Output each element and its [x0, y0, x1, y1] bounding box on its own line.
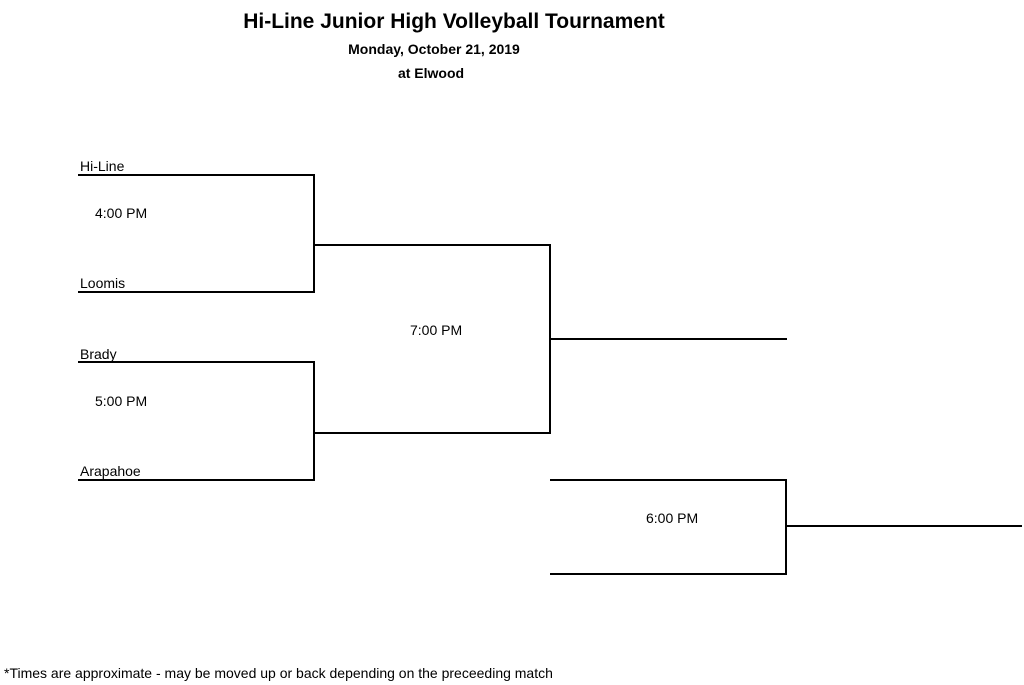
page-title: Hi-Line Junior High Volleyball Tournamen… [243, 10, 665, 33]
footnote: *Times are approximate - may be moved up… [4, 665, 553, 681]
match-time-championship: 7:00 PM [410, 322, 463, 338]
bracket-line-consolation-top [550, 479, 787, 481]
match-time-consolation: 6:00 PM [646, 510, 699, 526]
match-time-game-2: 5:00 PM [95, 393, 148, 409]
bracket-connector-game-1 [313, 174, 315, 293]
bracket-line-consolation-winner [785, 525, 1022, 527]
match-time-game-1: 4:00 PM [95, 205, 148, 221]
bracket-line-champion [549, 338, 787, 340]
team-slot-loomis: Loomis [80, 275, 126, 291]
bracket-line-team-3 [78, 361, 315, 363]
tournament-date: Monday, October 21, 2019 [348, 41, 520, 57]
tournament-location: at Elwood [397, 65, 465, 81]
bracket-line-winner-game-2 [313, 432, 551, 434]
team-slot-arapahoe: Arapahoe [80, 463, 141, 479]
bracket-connector-consolation [785, 479, 787, 575]
team-slot-hi-line: Hi-Line [80, 158, 125, 174]
bracket-line-consolation-bottom [550, 573, 787, 575]
team-slot-brady: Brady [80, 346, 117, 362]
bracket-connector-game-2 [313, 361, 315, 481]
bracket-line-team-4 [78, 479, 315, 481]
bracket-line-team-1 [78, 174, 315, 176]
bracket-line-winner-game-1 [313, 244, 551, 246]
bracket-line-team-2 [78, 291, 315, 293]
